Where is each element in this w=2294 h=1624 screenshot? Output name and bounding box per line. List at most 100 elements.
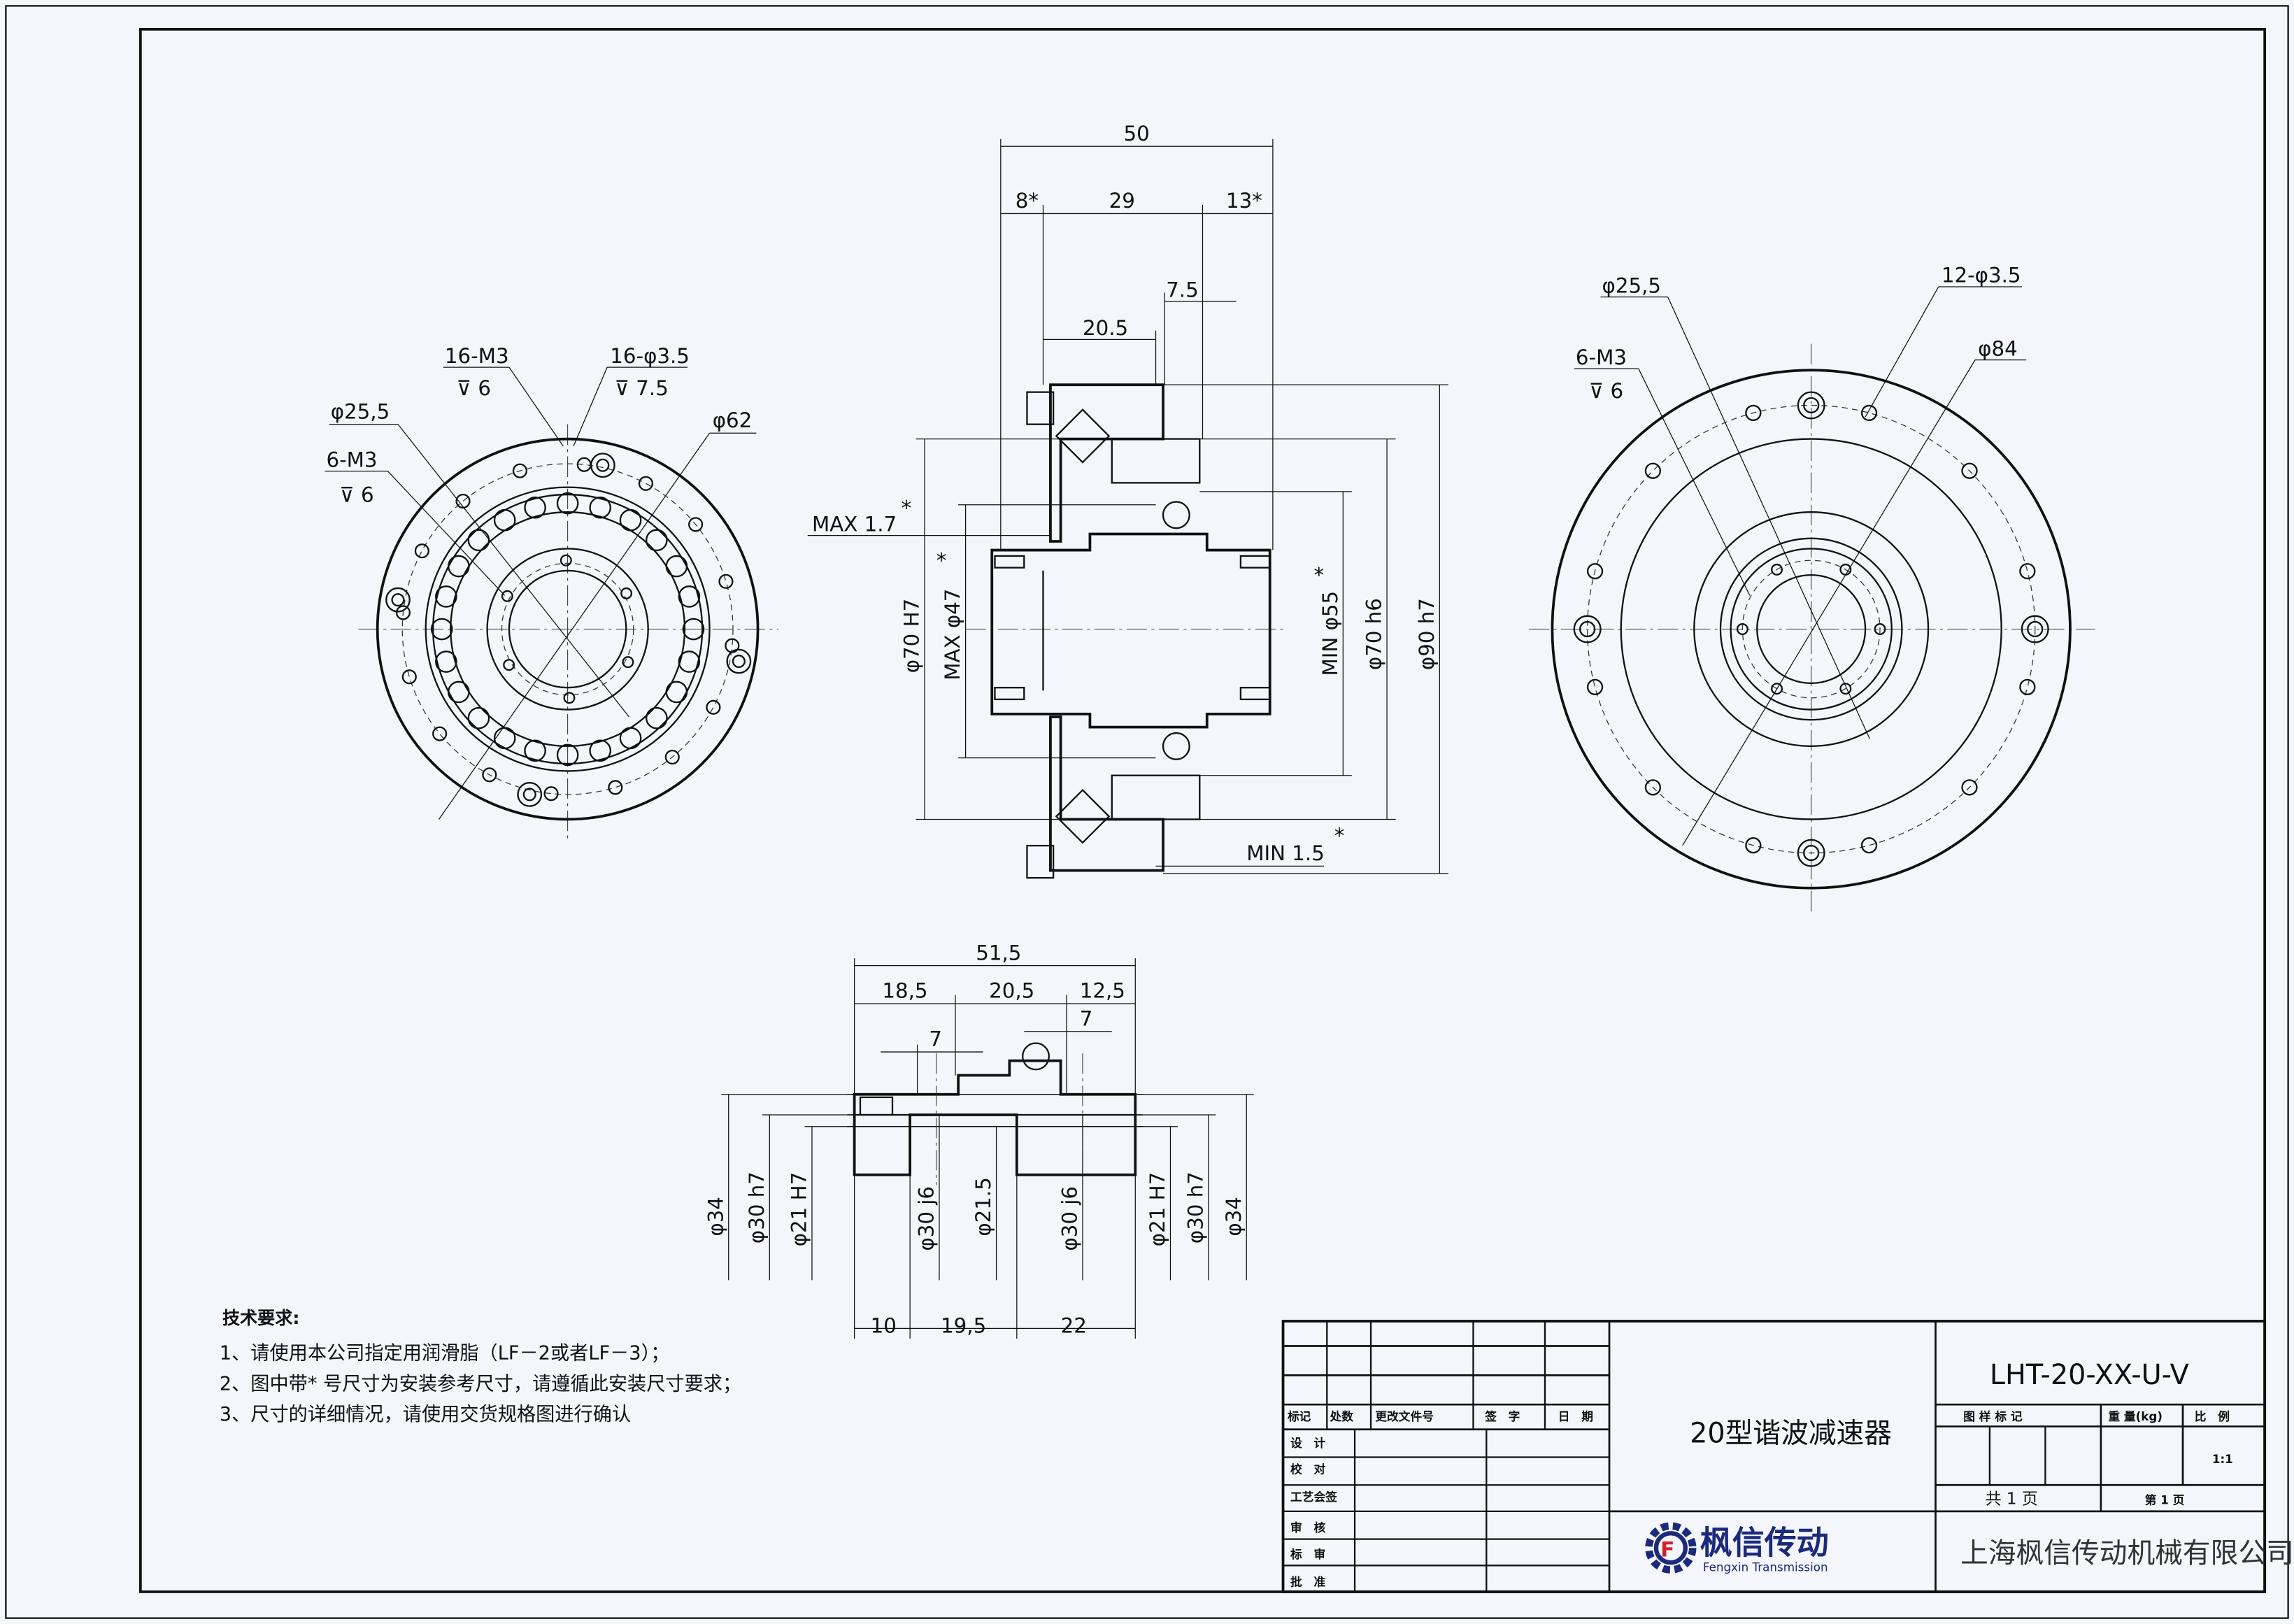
note-3: 3、尺寸的详细情况，请使用交货规格图进行确认: [220, 1404, 631, 1425]
m3-hole: [620, 587, 633, 599]
dim-20-5: 20.5: [1083, 316, 1128, 340]
roller-ball: [646, 529, 668, 552]
roller-ball: [556, 492, 579, 515]
roller-ball: [665, 555, 688, 578]
bolt-hole: [414, 543, 429, 559]
through-hole: [1745, 837, 1762, 854]
m3-hole: [503, 659, 515, 671]
m3-hole: [501, 590, 513, 602]
dim-7-5: 7.5: [1166, 278, 1199, 302]
bolt-socket: [1579, 620, 1596, 638]
bolt-head: [2021, 615, 2049, 643]
dim-min-1-5: MIN 1.5: [1246, 841, 1325, 865]
dim-19-5: 19,5: [941, 1314, 986, 1338]
dim-phi70-h6: φ70 h6: [1362, 598, 1386, 670]
through-hole: [2019, 678, 2036, 695]
bolt-hole: [706, 699, 721, 715]
label-16-m3: 16-M3: [445, 344, 509, 368]
star-mark: *: [1313, 564, 1324, 587]
bolt-hole: [482, 767, 497, 783]
company-name: 上海枫信传动机械有限公司: [1960, 1537, 2294, 1569]
dim-phi30-h7b: φ30 h7: [1183, 1171, 1207, 1244]
dim-8: 8*: [1016, 189, 1039, 213]
roller-ball: [524, 739, 546, 762]
m3-hole: [1874, 623, 1886, 635]
bolt-head: [1797, 391, 1825, 420]
bolt-hole: [608, 780, 623, 795]
role-approve: 批 准: [1290, 1575, 1325, 1589]
label-depth-7-5: ⊽ 7.5: [615, 376, 669, 400]
note-2: 2、图中带* 号尺寸为安装参考尺寸，请遵循此安装尺寸要求；: [220, 1373, 741, 1395]
star-mark: *: [902, 496, 912, 520]
bolt-socket: [1803, 397, 1820, 414]
dim-phi70-h7: φ70 H7: [900, 599, 924, 673]
through-hole: [1586, 678, 1604, 695]
roller-ball: [589, 739, 611, 762]
section-view-dimensions: 50 8* 29 13* 7.5 20.5 MAX 1.7 * φ70 H7 M…: [807, 122, 1448, 874]
dim-12-5: 12,5: [1080, 979, 1125, 1003]
label-depth-6-right: ⊽ 6: [1589, 379, 1623, 403]
dim-20-5-b: 20,5: [989, 979, 1034, 1003]
right-view-labels: φ25,5 12-φ3.5 6-M3 ⊽ 6 φ84: [1574, 264, 2027, 846]
dim-7a: 7: [929, 1027, 942, 1051]
outer-border: [5, 5, 2289, 1619]
dim-phi30-h7: φ30 h7: [745, 1171, 769, 1244]
dim-phi21-5: φ21.5: [971, 1177, 995, 1236]
m3-hole: [1839, 683, 1852, 695]
label-phi62: φ62: [713, 408, 753, 432]
notes-title: 技术要求:: [222, 1308, 299, 1328]
screw-head: [385, 587, 411, 613]
through-hole: [1860, 837, 1878, 854]
bolt-head: [1797, 839, 1825, 867]
label-12-phi3-5: 12-φ3.5: [1942, 264, 2021, 287]
roller-ball: [430, 618, 453, 641]
bolt-hole: [718, 574, 734, 589]
roller-ball: [589, 496, 611, 519]
dim-22: 22: [1061, 1314, 1087, 1338]
title-block: 标记 处数 更改文件号 签 字 日 期 设 计 校 对 工艺会签 审 核 标 审…: [1281, 1320, 2294, 1593]
company-logo: F 枫信传动 Fengxin Transmission: [1645, 1522, 1829, 1574]
scale-value: 1:1: [2212, 1452, 2233, 1466]
right-rear-view: [1528, 343, 2095, 915]
through-hole: [1860, 404, 1878, 421]
dim-max-phi47: MAX φ47: [941, 589, 964, 681]
dim-phi30-j6: φ30 j6: [915, 1186, 939, 1251]
bolt-hole: [664, 749, 680, 765]
hdr-mark: 标记: [1287, 1409, 1311, 1423]
product-name: 20型谐波减速器: [1690, 1418, 1892, 1450]
roller-ball: [448, 681, 470, 704]
scale-label: 比 例: [2195, 1409, 2230, 1423]
roller-ball: [646, 706, 668, 729]
bolt-hole: [688, 517, 704, 532]
bolt-hole: [455, 493, 471, 509]
dim-18-5: 18,5: [882, 979, 927, 1003]
through-hole: [1745, 404, 1762, 421]
screw-head: [517, 782, 543, 807]
dim-50: 50: [1124, 122, 1150, 145]
roller-ball: [524, 496, 546, 519]
hdr-date: 日 期: [1558, 1409, 1593, 1423]
dim-phi21-h7: φ21 H7: [788, 1172, 811, 1246]
m3-hole: [622, 656, 634, 669]
screw-head: [726, 648, 752, 674]
roller-ball: [682, 618, 705, 641]
hdr-change-doc: 更改文件号: [1375, 1409, 1434, 1423]
through-hole: [1961, 779, 1978, 796]
label-16-phi3-5: 16-φ3.5: [610, 344, 690, 368]
label-6-m3-right: 6-M3: [1576, 346, 1627, 369]
through-hole: [1644, 779, 1661, 796]
left-front-view: [358, 424, 778, 841]
label-depth-6: ⊽ 6: [457, 376, 491, 400]
screw-socket: [391, 593, 405, 607]
bottom-view-dimensions: 51,5 18,5 20,5 12,5 7 7 10 19,5 22 φ34 φ…: [704, 941, 1254, 1339]
dim-phi34: φ34: [704, 1197, 727, 1237]
dim-phi30-j6b: φ30 j6: [1058, 1186, 1082, 1251]
svg-text:F: F: [1660, 1538, 1674, 1562]
dim-phi90-h7: φ90 h7: [1415, 598, 1439, 670]
bolt-hole: [395, 605, 411, 620]
roller-ball: [619, 508, 642, 532]
roller-ball: [467, 706, 490, 729]
bolt-hole: [543, 786, 559, 802]
dim-10: 10: [871, 1314, 897, 1338]
